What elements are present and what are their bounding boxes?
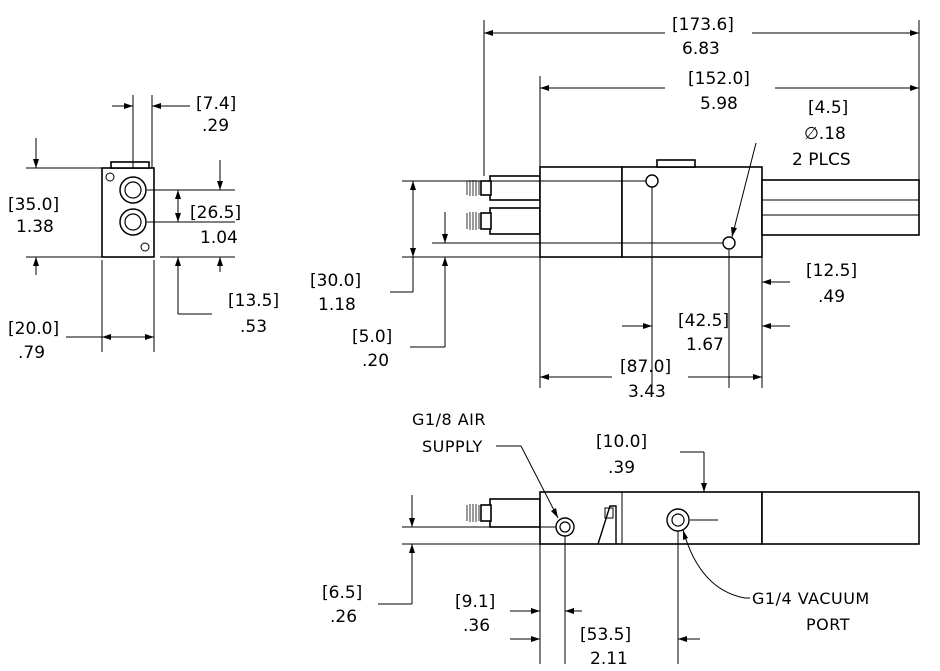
dim-end-hole-offset-mm: [12.5] [806,261,857,281]
top-view-top-tab [656,159,696,168]
dim-port-offset-in: .53 [240,317,267,337]
dim-body-to-end-in: 5.98 [700,94,738,114]
dim-body-length-mm: [87.0] [620,357,671,377]
front-view-top-tab [110,161,150,169]
hole-dia-in: ∅.18 [804,124,846,144]
front-view-corner-screw-bottom [140,242,150,252]
dim-air-offset-in: .36 [463,616,490,636]
dim-front-height-in: 1.38 [16,217,54,237]
dim-top-offset-mm: [10.0] [596,432,647,452]
side-view: [10.0] .39 G1/8 AIR SUPPLY G1/4 VACUUM P… [322,410,920,669]
front-view-port-lower [119,208,147,236]
dim-end-hole-offset-in: .49 [818,287,845,307]
dim-hole-pitch-mm: [30.0] [310,271,361,291]
top-view-tube [761,179,920,236]
air-supply-label-line2: SUPPLY [422,437,483,456]
hole-dia-note: 2 PLCS [792,150,851,170]
dim-vac-offset-in: 2.11 [590,649,628,669]
dim-overall-length-in: 6.83 [682,39,720,59]
top-view-fitting-lower [466,207,541,235]
dim-overall-length-mm: [173.6] [672,15,734,35]
dim-front-depth-in: .79 [18,343,45,363]
side-view-tube [761,491,920,545]
dim-body-to-end-mm: [152.0] [688,69,750,89]
front-view-corner-screw-top [105,172,115,182]
hole-dia-mm: [4.5] [808,98,848,118]
dim-port-offset-mm: [13.5] [228,291,279,311]
vacuum-label-line2: PORT [806,615,850,634]
dim-front-width-mm: [7.4] [196,94,236,114]
dim-top-offset-in: .39 [608,458,635,478]
dim-hole-offset-mm: [5.0] [352,327,392,347]
dim-vac-offset-mm: [53.5] [580,625,631,645]
top-view: [173.6] 6.83 [152.0] 5.98 [4.5] ∅.18 2 P… [310,15,920,402]
dim-body-length-in: 3.43 [628,382,666,402]
front-view-body [101,167,155,258]
dim-side-height-mm: [6.5] [322,583,362,603]
dim-air-offset-mm: [9.1] [455,592,495,612]
dim-front-height-mm: [35.0] [8,195,59,215]
vacuum-label-line1: G1/4 VACUUM [752,589,870,608]
dim-hole-spacing-in: 1.67 [686,335,724,355]
dim-side-height-in: .26 [330,607,357,627]
side-view-body [539,491,763,545]
dim-hole-spacing-mm: [42.5] [678,311,729,331]
top-view-fitting-upper [466,175,541,201]
dim-hole-offset-in: .20 [362,351,389,371]
side-view-fitting [466,498,541,528]
dim-front-width-in: .29 [202,116,229,136]
air-supply-label-line1: G1/8 AIR [412,410,486,429]
front-view-port-upper [119,176,147,204]
dim-front-depth-mm: [20.0] [8,319,59,339]
dim-hole-pitch-in: 1.18 [318,295,356,315]
front-view: [7.4] .29 [35.0] 1.38 [26.5] 1.04 [13.5]… [8,94,279,363]
dim-port-spacing-in: 1.04 [200,228,238,248]
dim-port-spacing-mm: [26.5] [190,203,241,223]
